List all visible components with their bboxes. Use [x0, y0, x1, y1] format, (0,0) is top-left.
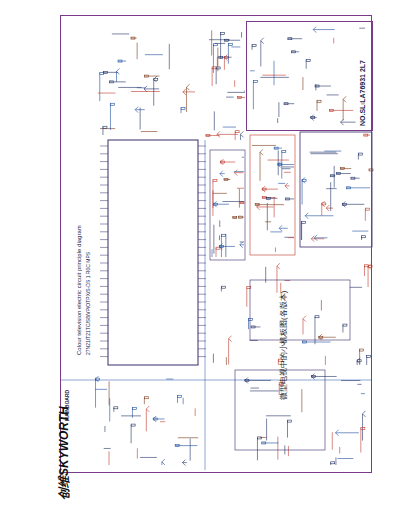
chinese-note: 微型电视中的小机板图(各版本) [280, 291, 288, 400]
ic-panel: NO.SL LA76931 2L7 [246, 21, 373, 131]
ic-block [210, 150, 245, 260]
mainboard-frame: MAINBOARDNO.SL LA76931 2L7 [60, 15, 372, 473]
diagram-title: Colour television electric circuit princ… [76, 225, 82, 355]
tuner-block [250, 135, 295, 255]
sub-panel [300, 132, 372, 247]
power-block [250, 280, 350, 340]
brand-logo: 创维SKYWORTH [58, 406, 70, 500]
model-number: 27N21/T21TC/S8/VP/OTPX/S-DS 1 R0C MPS [86, 252, 91, 355]
panel-title: NO.SL LA76931 2L7 [359, 60, 366, 126]
ic-outline [108, 140, 198, 365]
